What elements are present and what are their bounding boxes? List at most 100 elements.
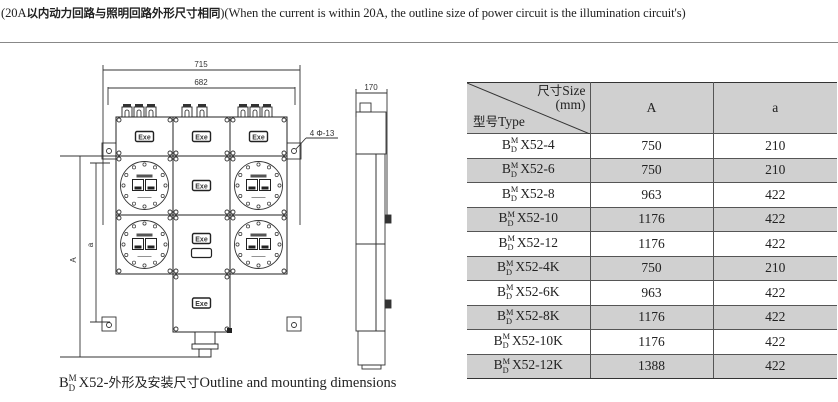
flange-bolt: [121, 242, 126, 247]
exe-badge-text: Exe: [195, 236, 208, 243]
breaker-lever: [261, 186, 269, 190]
diagonal-divider: [467, 83, 590, 134]
size-label-cn: 尺寸: [537, 83, 563, 98]
flange-bolt: [267, 224, 271, 229]
exe-badge: [191, 130, 212, 143]
cell-a: 210: [713, 256, 837, 281]
dim-hole-spacing-label: 682: [194, 78, 208, 87]
cell-A: 963: [590, 280, 714, 306]
model-sup: M: [507, 234, 515, 244]
model-sup: M: [507, 209, 515, 219]
mounting-hole: [106, 322, 112, 328]
model-base: B: [498, 210, 508, 226]
model-base: B: [501, 136, 511, 152]
nameplate: [250, 174, 267, 178]
caption-english: Outline and mounting dimensions: [199, 375, 397, 391]
model-sub: D: [505, 292, 512, 302]
model-sub: D: [505, 267, 512, 277]
flange-bolt: [153, 224, 157, 229]
exe-badge: [191, 232, 212, 245]
mounting-hole: [106, 148, 112, 154]
cell-a: 422: [713, 329, 837, 355]
breaker-lever: [134, 245, 142, 249]
cover-bolt: [167, 209, 173, 215]
model-sub: D: [510, 169, 517, 179]
cell-A: 1388: [590, 354, 714, 379]
cable-gland-slot: [184, 109, 190, 117]
header-col-a: a: [713, 82, 837, 134]
flange-bolt: [153, 165, 157, 170]
flange-bolt: [274, 232, 279, 236]
cover-bolt: [116, 268, 122, 274]
cover-bolt: [224, 274, 230, 280]
cover-bolt: [116, 117, 122, 123]
cable-gland-slot: [199, 109, 205, 117]
enclosure-breaker-panel: [115, 155, 174, 216]
mounting-flange: [101, 316, 117, 332]
flange-bolt: [246, 260, 250, 265]
mounting-hole: [291, 148, 297, 154]
cable-gland-thread: [198, 348, 212, 358]
cable-gland-nut: [239, 104, 247, 107]
model-sub: D: [510, 194, 517, 204]
dim-hole-height-label: a: [86, 242, 95, 247]
cover-bolt: [281, 215, 287, 221]
cover-bolt: [116, 215, 122, 221]
exe-badge: [191, 179, 212, 192]
enclosure-breaker-panel: [115, 214, 174, 275]
header-note-chinese: 以内动力回路与照明回路外形尺寸相同: [26, 6, 221, 20]
model-sup: M: [505, 258, 514, 268]
cover-bolt: [230, 150, 236, 156]
cell-A: 1176: [590, 329, 714, 355]
cover-bolt: [173, 274, 179, 280]
flange-bolt: [235, 183, 240, 188]
model-base: B: [501, 185, 511, 201]
indicator-window: [190, 247, 213, 259]
cover-bolt: [230, 215, 236, 221]
exe-badge-text: Exe: [138, 134, 151, 141]
cover-bolt: [173, 150, 179, 156]
cell-a: 210: [713, 133, 837, 159]
model-base: B: [501, 161, 511, 177]
cable-gland-nut: [251, 104, 259, 107]
cable-gland-nut: [263, 104, 271, 107]
breaker-window: [120, 161, 169, 210]
breaker-switch-icon: [246, 179, 258, 191]
cable-gland: [237, 106, 249, 118]
side-mid-door: [375, 153, 386, 245]
header-divider: [0, 42, 838, 43]
cell-A: 1176: [590, 231, 714, 257]
model-base: B: [496, 283, 506, 299]
model-base: B: [498, 234, 508, 250]
nameplate: [136, 233, 153, 237]
model-sup: M: [510, 136, 519, 146]
flange-bolt: [274, 173, 279, 177]
breaker-switch-icon: [145, 238, 157, 250]
model-sup: M: [505, 307, 514, 317]
model-sup: M: [502, 332, 511, 342]
cable-gland: [261, 106, 273, 118]
nameplate: [250, 233, 267, 237]
model-suffix: X52-: [78, 375, 109, 391]
flange-bolt: [238, 232, 243, 236]
cover-bolt: [224, 156, 230, 162]
mounting-holes-label: 4 Φ-13: [310, 129, 335, 138]
enclosure-breaker-panel: [229, 155, 288, 216]
cover-bolt: [116, 156, 122, 162]
header-size-label: 尺寸Size (mm): [537, 83, 585, 112]
earth-terminal: [227, 328, 232, 333]
cover-bolt: [167, 117, 173, 123]
cover-bolt: [281, 150, 287, 156]
